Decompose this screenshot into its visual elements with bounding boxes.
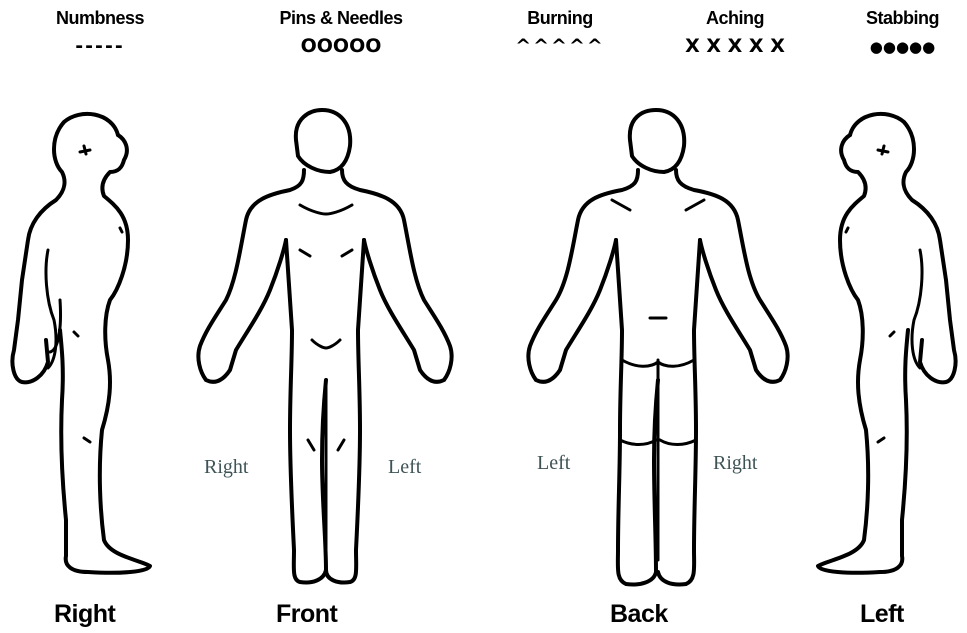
view-label-back: Back <box>610 600 668 629</box>
view-label-right: Right <box>54 600 115 629</box>
left-side-body-figure <box>818 114 956 573</box>
view-label-left: Left <box>860 600 904 629</box>
back-left-side-label: Left <box>537 452 570 475</box>
back-right-side-label: Right <box>713 452 757 475</box>
front-left-side-label: Left <box>388 456 421 479</box>
front-right-side-label: Right <box>204 456 248 479</box>
right-side-body-figure <box>12 114 150 573</box>
front-body-figure <box>198 110 451 583</box>
view-label-front: Front <box>276 600 337 629</box>
back-body-figure <box>528 110 787 585</box>
